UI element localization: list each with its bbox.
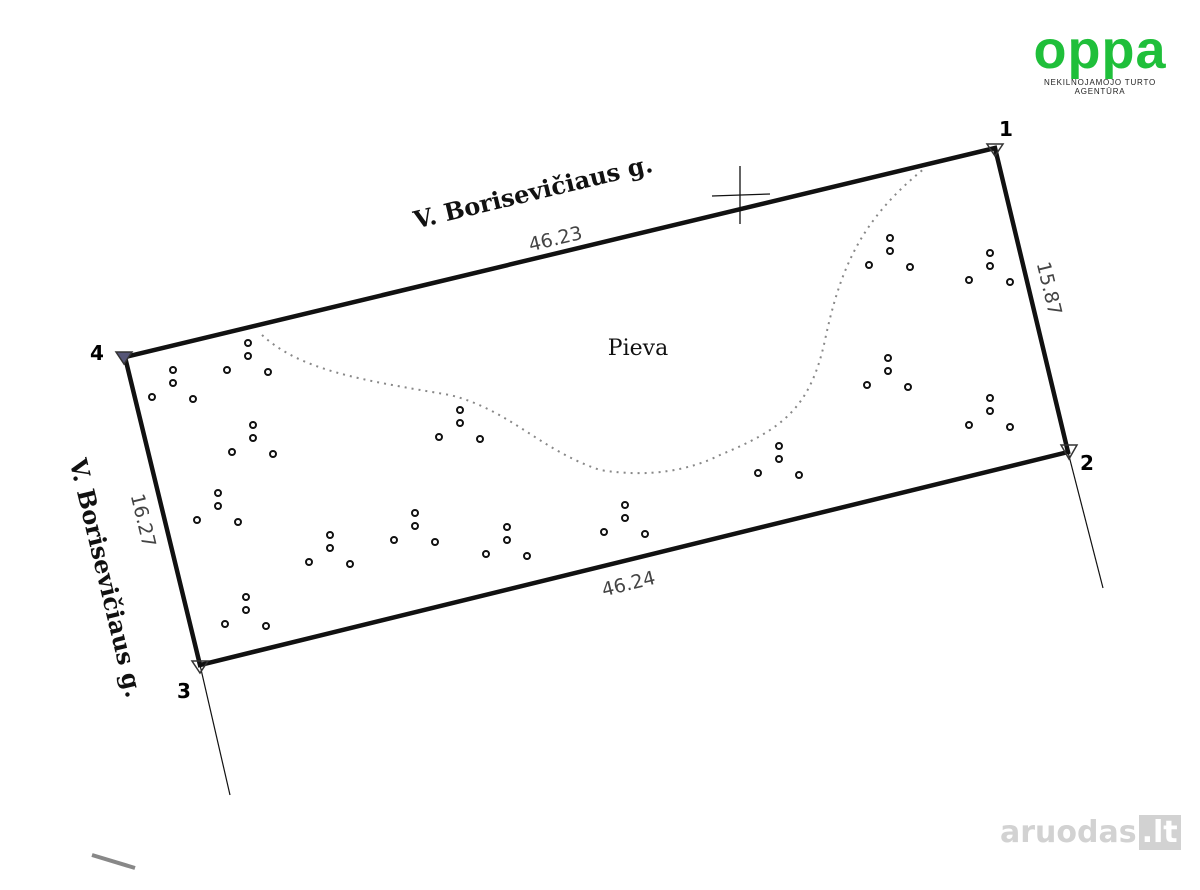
plot-boundary [122, 145, 1071, 668]
logo-wordmark: oppa [1033, 20, 1167, 80]
side-length-top: 46.23 [527, 222, 585, 256]
tree-symbol [148, 366, 197, 403]
corner-label-2: 2 [1080, 451, 1094, 475]
tree-symbol [223, 339, 272, 376]
tree-symbol [482, 523, 531, 560]
extension-line-2 [1067, 451, 1104, 589]
tree-symbol [600, 501, 649, 538]
street-label-left: V. Borisevičiaus g. [63, 455, 149, 701]
tree-symbol [965, 249, 1014, 286]
tree-symbol [863, 354, 912, 391]
aruodas-watermark: aruodas.lt [1000, 815, 1181, 850]
crosshair-marker [711, 166, 771, 224]
tree-symbol [193, 489, 242, 526]
tree-symbol [390, 509, 439, 546]
meadow-boundary-dotted [261, 167, 926, 475]
extension-line-3 [199, 664, 231, 796]
corner-label-4: 4 [90, 341, 104, 365]
corner-label-3: 3 [177, 679, 191, 703]
street-label-top: V. Borisevičiaus g. [410, 149, 656, 235]
corner-markers [114, 143, 1079, 675]
watermark-suffix: .lt [1138, 815, 1181, 850]
side-length-bottom: 46.24 [600, 567, 658, 601]
tree-symbol [228, 421, 277, 458]
side-length-left: 16.27 [126, 492, 160, 550]
side-length-right: 15.87 [1032, 260, 1066, 318]
tree-symbol [435, 406, 484, 443]
tree-symbol [754, 442, 803, 479]
corner-label-1: 1 [999, 117, 1013, 141]
tree-symbol [965, 394, 1014, 431]
tree-symbol [865, 234, 914, 271]
oppa-logo: oppa NEKILNOJAMOJO TURTO AGENTŪRA [1020, 20, 1180, 96]
scan-artifact [91, 853, 136, 870]
tree-symbol [305, 531, 354, 568]
logo-tagline: NEKILNOJAMOJO TURTO AGENTŪRA [1043, 78, 1157, 96]
tree-symbols [148, 234, 1014, 630]
tree-symbol [221, 593, 270, 630]
area-label-meadow: Pieva [608, 336, 668, 361]
watermark-text: aruodas [1000, 815, 1137, 850]
